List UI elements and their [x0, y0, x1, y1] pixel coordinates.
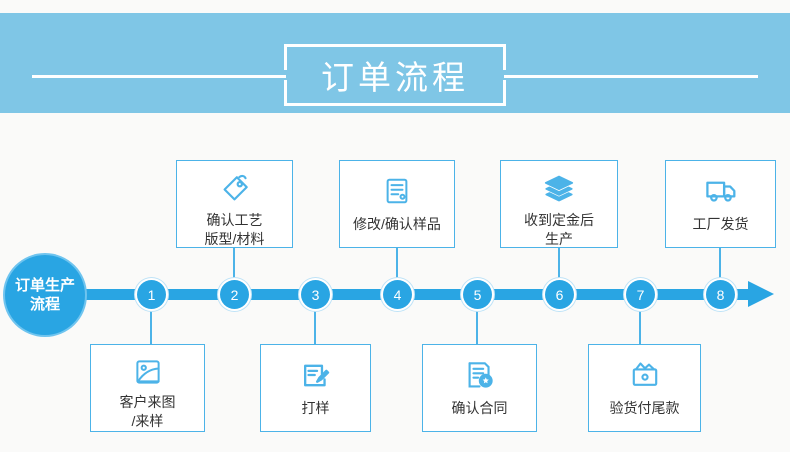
- step-card-2[interactable]: 确认工艺 版型/材料: [176, 160, 293, 248]
- step-card-3[interactable]: 打样: [260, 344, 371, 432]
- step-card-4[interactable]: 修改/确认样品: [339, 160, 455, 248]
- step-card-label: 确认合同: [451, 400, 508, 416]
- timeline-start-badge: 订单生产 流程: [5, 255, 85, 335]
- connector-stem-5: [476, 296, 478, 344]
- contract-seal-icon: [464, 357, 496, 393]
- wallet-icon: [629, 357, 661, 393]
- timeline-node-number: 3: [311, 286, 320, 303]
- start-label-line1: 订单生产: [14, 277, 75, 294]
- timeline-node-3[interactable]: 3: [301, 280, 330, 309]
- connector-stem-3: [314, 296, 316, 344]
- header-banner: 订单流程: [0, 13, 790, 113]
- timeline-node-number: 1: [147, 286, 156, 303]
- timeline-node-number: 5: [473, 286, 482, 303]
- document-icon: [382, 173, 412, 209]
- step-card-label: 确认工艺 版型/材料: [204, 212, 265, 247]
- title-frame-right-lower: [503, 80, 506, 106]
- timeline-node-1[interactable]: 1: [137, 280, 166, 309]
- edit-doc-icon: [300, 357, 331, 393]
- connector-stem-4: [396, 248, 398, 292]
- timeline-node-4[interactable]: 4: [383, 280, 412, 309]
- header-rule-left: [32, 75, 286, 78]
- step-card-label: 工厂发货: [692, 216, 749, 232]
- timeline-node-7[interactable]: 7: [626, 280, 655, 309]
- timeline-node-number: 4: [393, 286, 402, 303]
- timeline-node-5[interactable]: 5: [463, 280, 492, 309]
- timeline-node-number: 2: [230, 286, 239, 303]
- timeline-node-number: 7: [636, 286, 645, 303]
- step-card-label: 修改/确认样品: [353, 216, 441, 232]
- start-label-line2: 流程: [29, 296, 60, 313]
- title-frame-right-upper: [503, 44, 506, 70]
- image-icon: [133, 357, 163, 387]
- step-card-5[interactable]: 确认合同: [422, 344, 537, 432]
- layers-icon: [543, 173, 575, 205]
- connector-stem-1: [150, 296, 152, 344]
- timeline-node-number: 6: [555, 286, 564, 303]
- title-frame-bottom: [284, 103, 506, 106]
- step-card-label: 验货付尾款: [609, 400, 680, 416]
- title-frame: 订单流程: [284, 44, 506, 106]
- truck-icon: [704, 173, 738, 209]
- timeline-arrow-icon: [748, 281, 774, 307]
- timeline-node-6[interactable]: 6: [545, 280, 574, 309]
- timeline-node-8[interactable]: 8: [706, 280, 735, 309]
- title-frame-top: [284, 44, 506, 47]
- step-card-label: 打样: [301, 400, 330, 416]
- step-card-label: 收到定金后 生产: [524, 212, 594, 247]
- step-card-7[interactable]: 验货付尾款: [588, 344, 701, 432]
- timeline-node-number: 8: [716, 286, 725, 303]
- page-title: 订单流程: [321, 59, 469, 96]
- step-card-6[interactable]: 收到定金后 生产: [500, 160, 618, 248]
- connector-stem-7: [639, 296, 641, 344]
- header-rule-right: [504, 75, 758, 78]
- connector-stem-6: [558, 248, 560, 292]
- title-frame-left-upper: [284, 44, 287, 70]
- title-frame-left-lower: [284, 80, 287, 106]
- step-card-label: 客户来图 /来样: [119, 394, 176, 429]
- step-card-8[interactable]: 工厂发货: [665, 160, 776, 248]
- connector-stem-2: [233, 248, 235, 292]
- connector-stem-8: [719, 248, 721, 292]
- tag-icon: [219, 173, 251, 205]
- timeline-node-2[interactable]: 2: [220, 280, 249, 309]
- step-card-1[interactable]: 客户来图 /来样: [90, 344, 205, 432]
